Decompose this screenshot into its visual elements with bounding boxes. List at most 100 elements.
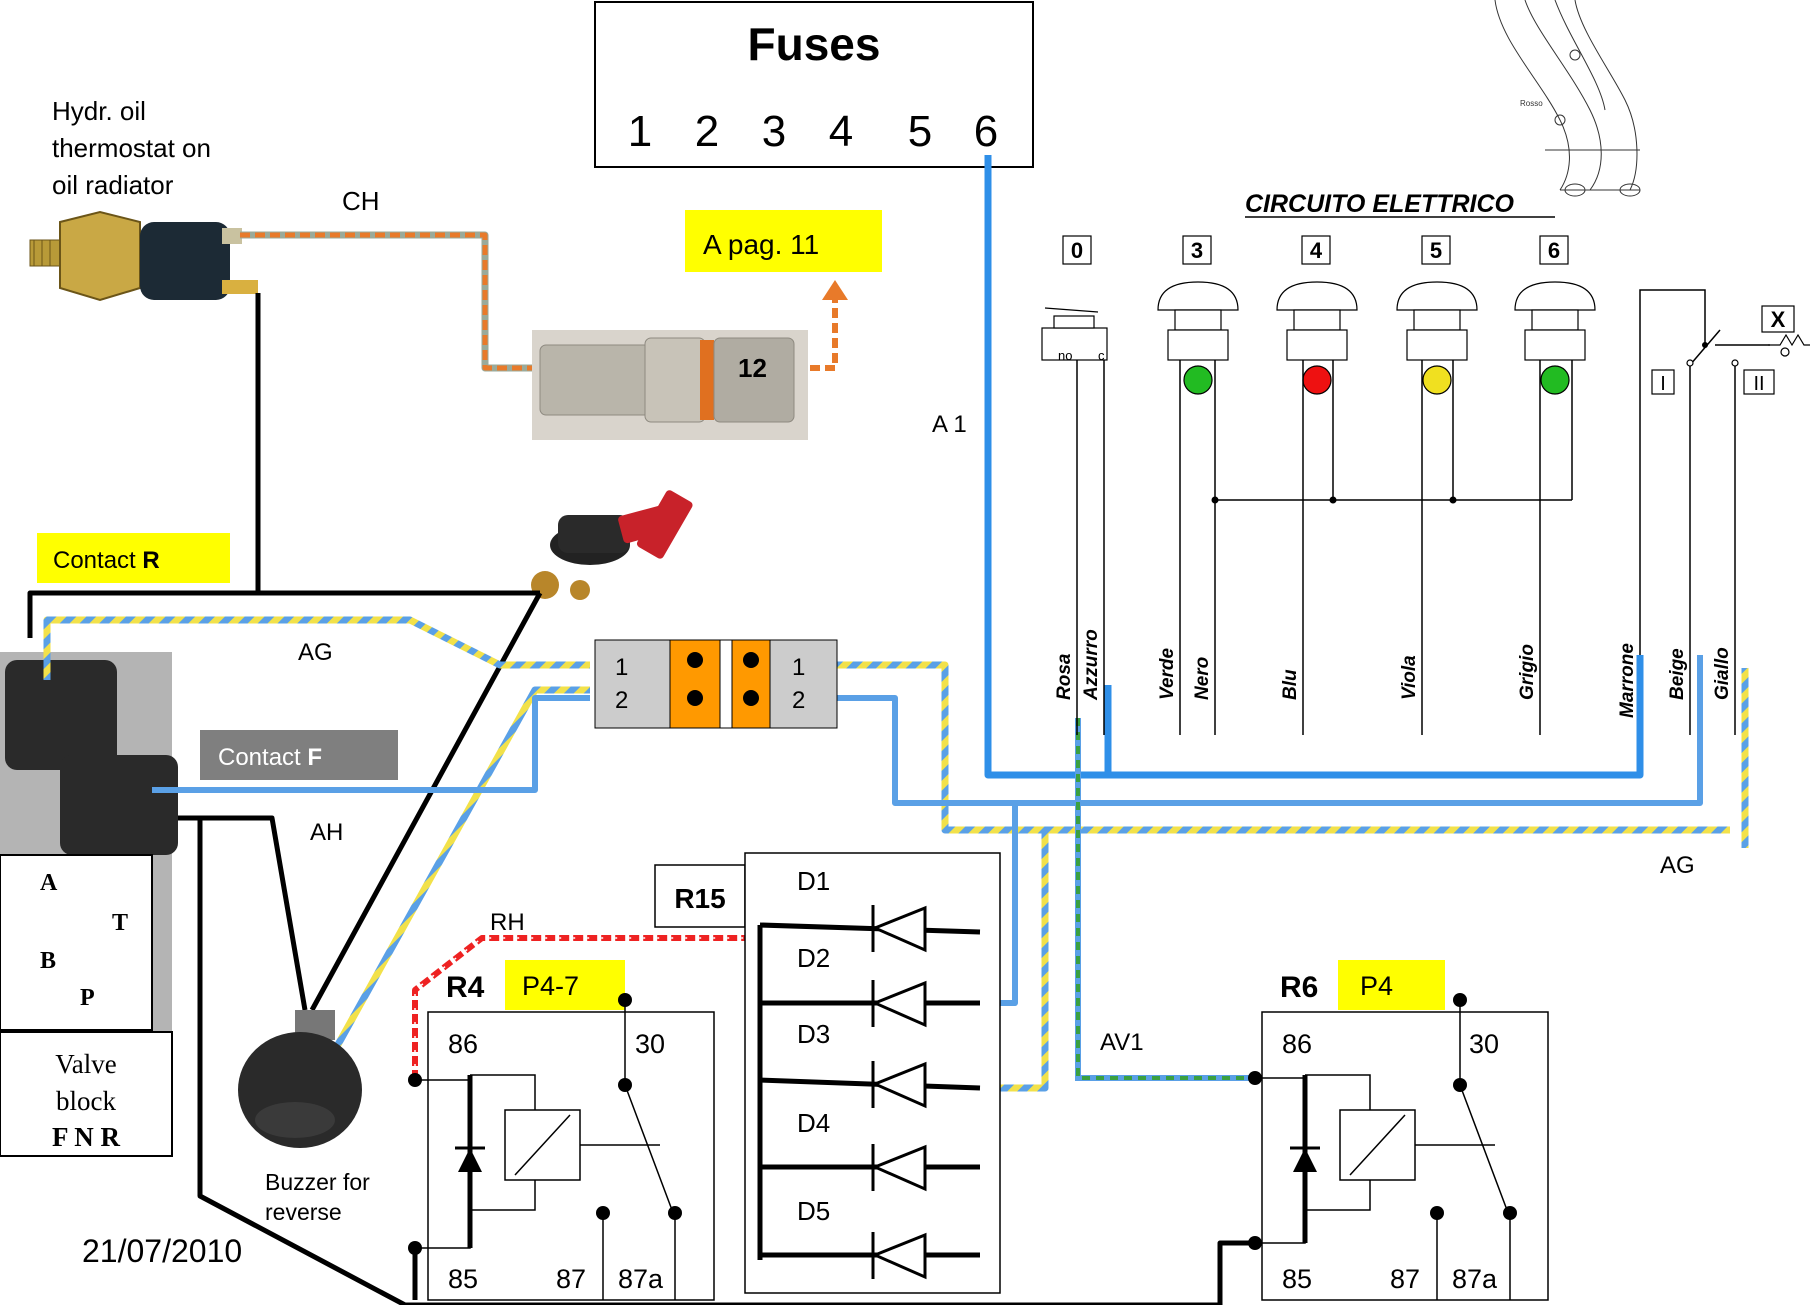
connector-pin: 2 — [792, 687, 805, 714]
switch-label: X — [1771, 307, 1786, 332]
buzzer-image — [238, 1010, 362, 1148]
relay-name: R6 — [1280, 971, 1318, 1004]
wire-label-ah: AH — [310, 819, 343, 846]
relay-pin: 86 — [1282, 1029, 1312, 1059]
svg-text:oil radiator: oil radiator — [52, 170, 174, 200]
control-lever-drawing: Rosso — [1494, 0, 1641, 197]
wire-name: Viola — [1399, 655, 1420, 700]
lamp-green — [1183, 365, 1213, 395]
contact-f-text: Contact F — [218, 744, 322, 771]
relay-pin: 86 — [448, 1029, 478, 1059]
wire-name: Rosa — [1054, 653, 1075, 700]
valve-port: P — [80, 985, 95, 1011]
contact-f-tag — [200, 730, 398, 780]
relay-pin: 30 — [1469, 1029, 1499, 1059]
diode-label: D2 — [797, 943, 830, 973]
wire-label-rh: RH — [490, 909, 525, 936]
valve-block-image: A T B P Valve block F N R — [0, 652, 178, 1157]
relay-pin: 30 — [635, 1029, 665, 1059]
wire-name: Blu — [1280, 669, 1301, 700]
connector-block: 1 2 1 2 — [594, 639, 838, 729]
relay-r4: R4 P4-7 86 30 85 87 87a — [408, 960, 715, 1301]
wire-name: Beige — [1667, 648, 1688, 700]
circuit-number: 3 — [1191, 238, 1203, 263]
circuit-title: CIRCUITO ELETTRICO — [1245, 190, 1515, 218]
valve-caption: Valve — [55, 1049, 116, 1079]
micro-label: c — [1098, 348, 1105, 363]
valve-port: A — [40, 870, 58, 896]
lamp-yellow — [1422, 365, 1452, 395]
wire-name: Verde — [1157, 647, 1178, 700]
wire-label-ag2: AG — [1660, 852, 1695, 879]
wire-name: Marrone — [1617, 643, 1638, 718]
wire-name: Nero — [1192, 657, 1213, 700]
valve-port: T — [112, 910, 128, 936]
connector-pin: 1 — [615, 654, 628, 681]
relay-pin: 85 — [1282, 1264, 1312, 1294]
relay-page: P4-7 — [522, 971, 579, 1001]
lamp-green-2 — [1540, 365, 1570, 395]
relay-name: R4 — [446, 971, 485, 1004]
wire-av1-stripe — [1076, 718, 1255, 1080]
wire-label-ch: CH — [342, 186, 380, 216]
circuit-number: 4 — [1310, 238, 1323, 263]
wire-name: Grigio — [1517, 644, 1538, 700]
relay-r6: R6 P4 86 30 85 87 87a — [1248, 960, 1549, 1301]
page-ref-text: A pag. 11 — [703, 229, 819, 260]
micro-label: no — [1058, 348, 1072, 363]
diode-box-label: R15 — [674, 883, 725, 914]
fuse-number: 3 — [762, 107, 786, 156]
buzzer-label: reverse — [265, 1199, 342, 1225]
thermostat-label: Hydr. oil thermostat on oil radiator — [52, 96, 211, 200]
fuse-number: 4 — [829, 107, 853, 156]
relay-pin: 87 — [1390, 1264, 1420, 1294]
connector-pin: 2 — [615, 687, 628, 714]
thermostat-sensor-image — [29, 210, 258, 302]
contact-r-tag — [37, 533, 230, 583]
relay-pin: 87a — [618, 1264, 664, 1294]
fuse-number: 6 — [974, 107, 998, 156]
relay-pin: 87 — [556, 1264, 586, 1294]
circuit-number: 0 — [1071, 238, 1083, 263]
relay-page: P4 — [1360, 971, 1393, 1001]
diode-label: D3 — [797, 1019, 830, 1049]
svg-text:thermostat on: thermostat on — [52, 133, 211, 163]
relay-pin: 85 — [448, 1264, 478, 1294]
valve-caption: F N R — [52, 1122, 120, 1152]
wire-label-ag: AG — [298, 639, 333, 666]
fuse-box: Fuses 1 2 3 4 5 6 — [594, 1, 1034, 168]
connector-image: 12 — [532, 330, 808, 440]
fuses-title: Fuses — [748, 18, 881, 70]
fuse-number: 2 — [695, 107, 719, 156]
battery-switch-image — [531, 490, 693, 600]
valve-caption: block — [56, 1086, 116, 1116]
wire-name: Giallo — [1712, 647, 1733, 700]
switch-label: II — [1753, 373, 1764, 395]
drawing-label: Rosso — [1520, 99, 1543, 108]
buzzer-label: Buzzer for — [265, 1169, 370, 1195]
diode-label: D4 — [797, 1108, 830, 1138]
fuse-number: 5 — [908, 107, 932, 156]
diode-label: D1 — [797, 866, 830, 896]
relay-pin: 87a — [1452, 1264, 1498, 1294]
connector-number: 12 — [738, 353, 767, 383]
electric-circuit-panel: CIRCUITO ELETTRICO 0 3 4 5 6 no c — [1041, 190, 1810, 735]
wire-rh-red — [412, 935, 760, 1080]
wire-label-av1: AV1 — [1100, 1029, 1144, 1056]
wire-name: Azzurro — [1081, 629, 1102, 701]
svg-text:Hydr. oil: Hydr. oil — [52, 96, 146, 126]
wire-a1-blue — [984, 155, 1644, 779]
circuit-number: 5 — [1430, 238, 1442, 263]
fuse-number: 1 — [628, 107, 652, 156]
relay-page-tag — [1338, 960, 1445, 1010]
diagram-date: 21/07/2010 — [82, 1233, 242, 1269]
page-ref-tag — [685, 210, 882, 272]
circuit-number: 6 — [1548, 238, 1560, 263]
wire-ag-yellow-blue — [43, 616, 1749, 1092]
relay-page-tag — [505, 960, 625, 1010]
valve-port: B — [40, 948, 56, 974]
switch-label: I — [1660, 373, 1666, 395]
lamp-red — [1302, 365, 1332, 395]
